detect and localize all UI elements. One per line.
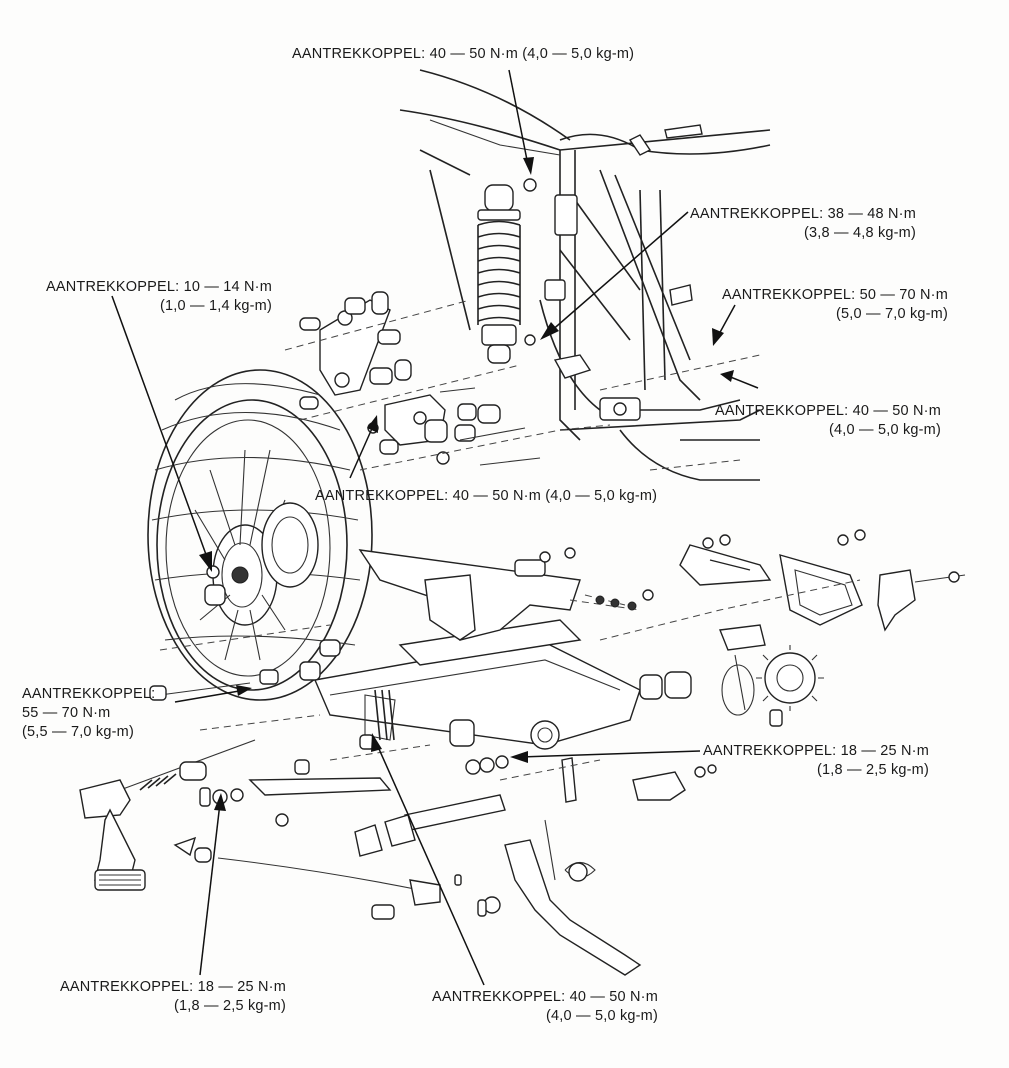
torque-label-shock-bottom: AANTREKKOPPEL: 38 — 48 N·m (3,8 — 4,8 kg… xyxy=(690,205,916,243)
torque-label-line: (4,0 — 5,0 kg-m) xyxy=(546,1008,658,1024)
assembly-lines xyxy=(159,299,861,781)
torque-label-line: 55 — 70 N·m xyxy=(22,705,111,721)
pivot-parts xyxy=(354,734,642,976)
torque-label-line: AANTREKKOPPEL: 40 — 50 N·m (4,0 — 5,0 kg… xyxy=(315,488,658,504)
torque-label-brake-arm: AANTREKKOPPEL: 10 — 14 N·m (1,0 — 1,4 kg… xyxy=(46,278,272,316)
drive-parts xyxy=(539,529,966,801)
torque-label-line: (5,5 — 7,0 kg-m) xyxy=(22,724,134,740)
swing-arm xyxy=(259,549,692,750)
torque-label-pedal: AANTREKKOPPEL: 18 — 25 N·m (1,8 — 2,5 kg… xyxy=(60,978,286,1016)
torque-label-line: AANTREKKOPPEL: 18 — 25 N·m xyxy=(60,979,286,995)
torque-label-axle-nut: AANTREKKOPPEL: 55 — 70 N·m (5,5 — 7,0 kg… xyxy=(22,685,155,742)
torque-label-line: (1,8 — 2,5 kg-m) xyxy=(817,762,929,778)
torque-label-line: AANTREKKOPPEL: xyxy=(22,686,156,702)
torque-label-swingarm-pivot: AANTREKKOPPEL: 40 — 50 N·m (4,0 — 5,0 kg… xyxy=(432,988,658,1026)
torque-label-shock-top: AANTREKKOPPEL: 40 — 50 N·m (4,0 — 5,0 kg… xyxy=(292,45,634,64)
torque-label-line: AANTREKKOPPEL: 40 — 50 N·m xyxy=(432,989,658,1005)
torque-label-line: AANTREKKOPPEL: 40 — 50 N·m (4,0 — 5,0 kg… xyxy=(292,46,635,62)
torque-label-frame-lower: AANTREKKOPPEL: 40 — 50 N·m (4,0 — 5,0 kg… xyxy=(715,402,941,440)
torque-label-line: AANTREKKOPPEL: 38 — 48 N·m xyxy=(690,206,916,222)
torque-label-pivot-right: AANTREKKOPPEL: 18 — 25 N·m (1,8 — 2,5 kg… xyxy=(703,742,929,780)
rear-wheel xyxy=(147,369,373,701)
torque-label-line: AANTREKKOPPEL: 18 — 25 N·m xyxy=(703,743,929,759)
torque-label-linkage: AANTREKKOPPEL: 40 — 50 N·m (4,0 — 5,0 kg… xyxy=(315,487,657,506)
leader-lines xyxy=(111,69,759,986)
torque-label-frame-upper: AANTREKKOPPEL: 50 — 70 N·m (5,0 — 7,0 kg… xyxy=(722,286,948,324)
torque-label-line: (3,8 — 4,8 kg-m) xyxy=(804,225,916,241)
frame xyxy=(399,69,771,481)
torque-label-line: (4,0 — 5,0 kg-m) xyxy=(829,422,941,438)
linkage-parts xyxy=(299,291,541,466)
torque-label-line: (1,8 — 2,5 kg-m) xyxy=(174,998,286,1014)
torque-label-line: AANTREKKOPPEL: 10 — 14 N·m xyxy=(46,279,272,295)
torque-label-line: (5,0 — 7,0 kg-m) xyxy=(836,306,948,322)
torque-label-line: AANTREKKOPPEL: 50 — 70 N·m xyxy=(722,287,948,303)
brake-pedal-parts xyxy=(79,682,441,920)
torque-label-line: (1,0 — 1,4 kg-m) xyxy=(160,298,272,314)
shock-absorber xyxy=(477,178,537,364)
torque-label-line: AANTREKKOPPEL: 40 — 50 N·m xyxy=(715,403,941,419)
